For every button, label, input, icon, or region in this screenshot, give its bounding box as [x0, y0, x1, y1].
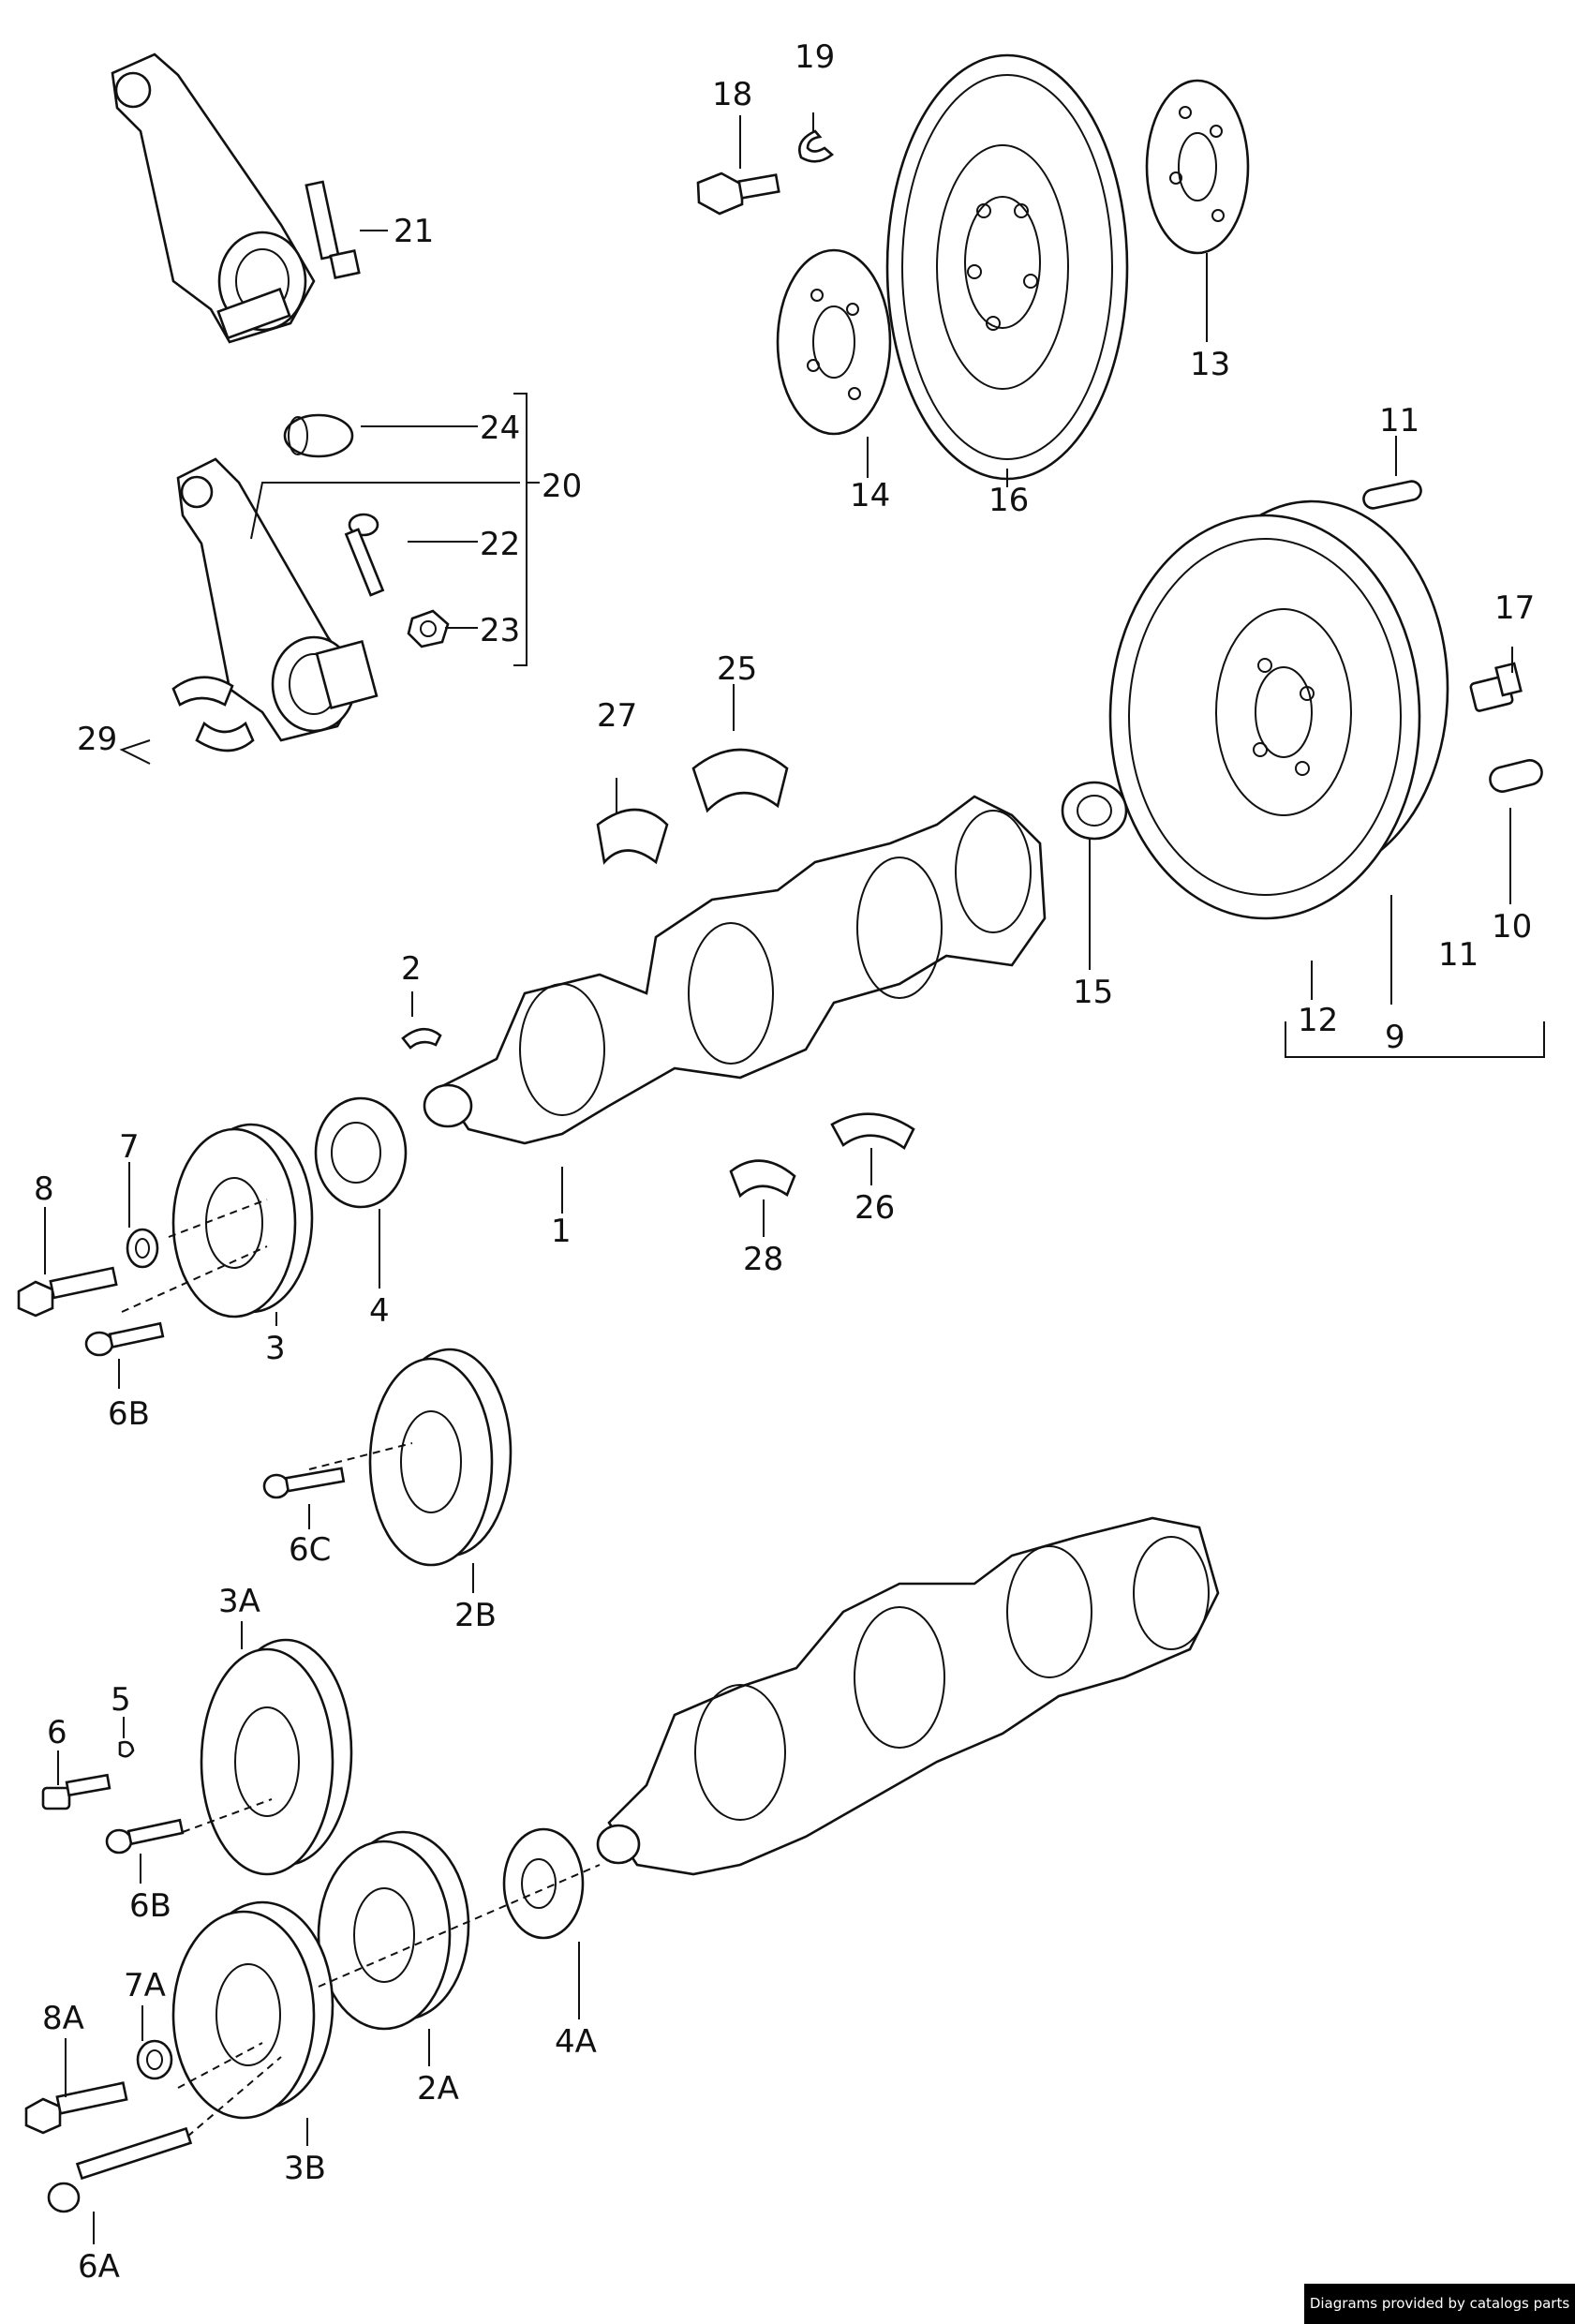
label-21: 21 — [394, 213, 434, 250]
bolt-6 — [41, 1773, 111, 1810]
label-14: 14 — [850, 477, 890, 514]
pulley-3 — [171, 1123, 314, 1318]
label-2B: 2B — [454, 1597, 497, 1634]
label-7A: 7A — [124, 1967, 166, 2004]
label-6B-upper: 6B — [108, 1395, 150, 1433]
label-18: 18 — [712, 76, 752, 113]
label-4: 4 — [369, 1292, 390, 1330]
label-6A: 6A — [78, 2248, 120, 2286]
label-23: 23 — [480, 612, 520, 649]
dowel-pin-11 — [1362, 480, 1422, 510]
label-6: 6 — [47, 1714, 67, 1751]
label-20: 20 — [542, 468, 582, 505]
alignment-lines — [121, 1199, 601, 2138]
bolt-18 — [696, 171, 780, 216]
sprocket-4 — [314, 1096, 408, 1209]
washer-7A — [136, 2039, 173, 2080]
label-29: 29 — [77, 721, 117, 758]
bearing-shells-29 — [171, 676, 255, 752]
label-17: 17 — [1494, 589, 1535, 627]
plate-13 — [1145, 79, 1250, 255]
bearing-shells-28 — [729, 1159, 796, 1199]
label-25: 25 — [717, 650, 757, 688]
part-labels: 21 24 20 22 23 29 18 19 13 14 16 11 17 1… — [34, 38, 1535, 2286]
label-7: 7 — [119, 1128, 140, 1166]
dowel-pin-10 — [1489, 759, 1543, 793]
spring-washer-5 — [118, 1740, 135, 1758]
label-24: 24 — [480, 410, 520, 447]
bolt-8 — [17, 1266, 118, 1318]
bearing-shells-26 — [830, 1112, 915, 1150]
bearing-shells-25 — [691, 748, 789, 813]
label-11-bottom: 11 — [1438, 936, 1478, 974]
plate-14 — [776, 248, 892, 436]
label-22: 22 — [480, 526, 520, 563]
label-19: 19 — [795, 38, 835, 76]
label-1: 1 — [551, 1213, 572, 1250]
label-3B: 3B — [284, 2150, 326, 2187]
flywheel-16 — [885, 53, 1129, 481]
label-4A: 4A — [555, 2023, 597, 2061]
sprocket-4A — [502, 1827, 585, 1940]
label-2A: 2A — [417, 2070, 459, 2108]
key-2 — [401, 1027, 442, 1050]
crankshaft-1 — [423, 795, 1047, 1145]
label-16: 16 — [988, 482, 1029, 519]
flywheel-assembly-9 — [1108, 499, 1449, 920]
rod-bolt-22 — [344, 513, 385, 597]
bolt-8A — [24, 2081, 128, 2135]
label-11-top: 11 — [1379, 402, 1419, 439]
bush-24 — [283, 413, 354, 458]
label-13: 13 — [1190, 346, 1230, 383]
label-8A: 8A — [42, 2000, 84, 2037]
pulley-2A — [317, 1830, 470, 2031]
label-28: 28 — [743, 1241, 783, 1278]
label-5: 5 — [111, 1681, 131, 1719]
label-2: 2 — [401, 950, 422, 988]
label-3: 3 — [265, 1330, 286, 1367]
pulley-2B — [368, 1348, 513, 1567]
bolt-6C — [262, 1467, 346, 1499]
bearing-shells-27 — [596, 808, 669, 865]
bolt-6A — [47, 2126, 193, 2213]
label-27: 27 — [597, 697, 637, 735]
label-8: 8 — [34, 1170, 54, 1208]
connecting-rod-lower — [176, 457, 379, 742]
label-26: 26 — [854, 1189, 895, 1227]
bolt-6B-upper — [84, 1321, 165, 1357]
label-9: 9 — [1385, 1019, 1405, 1056]
leader-lines — [44, 112, 1545, 2244]
label-12: 12 — [1298, 1002, 1338, 1039]
label-6B-lower: 6B — [129, 1887, 171, 1925]
crankshaft-lower — [596, 1516, 1220, 1876]
rod-bolt-21 — [305, 180, 361, 279]
bolt-17 — [1469, 662, 1523, 712]
connecting-rod-upper — [111, 52, 316, 344]
pulley-3B — [171, 1900, 334, 2120]
label-6C: 6C — [289, 1531, 331, 1569]
label-15: 15 — [1073, 974, 1113, 1011]
washer-7 — [126, 1228, 159, 1269]
label-3A: 3A — [218, 1583, 260, 1620]
credit-badge: Diagrams provided by catalogs parts — [1304, 2284, 1575, 2324]
nut-23 — [407, 609, 450, 648]
circlip-19 — [798, 129, 835, 163]
needle-bearing-15 — [1061, 781, 1128, 841]
bolt-6B-lower — [105, 1818, 185, 1855]
pulley-3A — [200, 1638, 353, 1876]
label-10: 10 — [1492, 908, 1532, 946]
